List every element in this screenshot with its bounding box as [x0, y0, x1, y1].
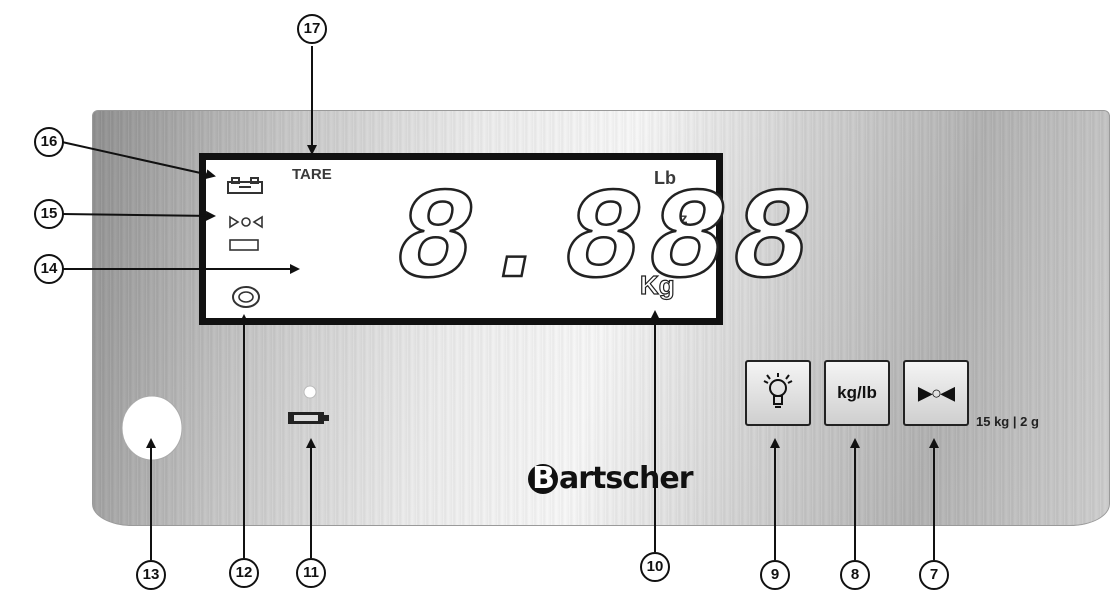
zero-indicator-icon — [229, 215, 263, 229]
charging-led-icon — [288, 385, 329, 424]
capacity-label: 15 kg | 2 g — [976, 414, 1039, 429]
unit-toggle-label: kg/lb — [837, 383, 877, 402]
tare-indicator: TARE — [292, 166, 332, 183]
callout-7: 7 — [919, 560, 949, 590]
stable-indicator-icon — [229, 239, 259, 251]
lcd-display: TARE Lb oz 8.888 Kg — [199, 153, 811, 325]
battery-icon — [227, 177, 263, 194]
unit-lb-indicator: Lb — [654, 168, 676, 188]
bulb-icon — [763, 373, 793, 408]
callout-8: 8 — [840, 560, 870, 590]
callout-13: 13 — [136, 560, 166, 590]
ring-indicator-icon — [232, 286, 260, 308]
callout-11: 11 — [296, 558, 326, 588]
unit-toggle-button[interactable]: kg/lb — [824, 360, 890, 426]
brand-name: artscher — [559, 461, 694, 496]
weight-reading: 8.888 — [395, 169, 817, 316]
callout-17: 17 — [297, 14, 327, 44]
unit-kg-indicator: Kg — [639, 269, 675, 300]
brand-initial: B — [528, 464, 558, 494]
callout-9: 9 — [760, 560, 790, 590]
zero-tare-button[interactable]: ▶○◀ — [903, 360, 969, 426]
callout-12: 12 — [229, 558, 259, 588]
zero-tare-label: ▶○◀ — [918, 382, 955, 403]
unit-oz-indicator: oz — [672, 210, 688, 226]
backlight-button[interactable] — [745, 360, 811, 426]
callout-15: 15 — [34, 199, 64, 229]
callout-16: 16 — [34, 127, 64, 157]
callout-10: 10 — [640, 552, 670, 582]
callout-14: 14 — [34, 254, 64, 284]
